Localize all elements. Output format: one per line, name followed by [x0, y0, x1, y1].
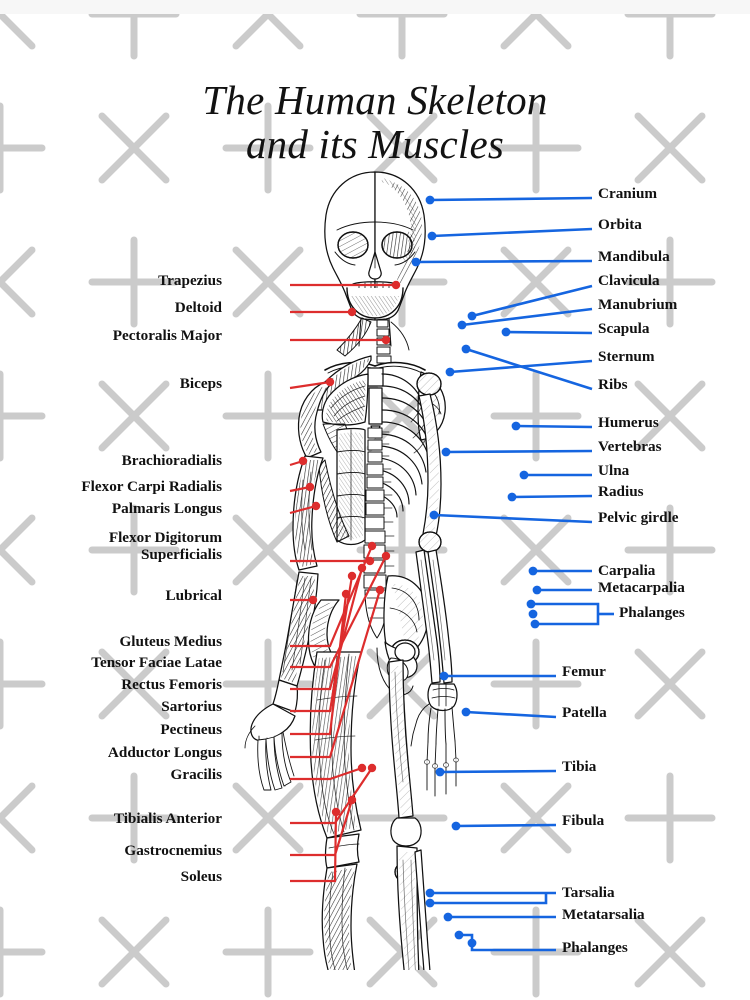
- label-metatarsalia: Metatarsalia: [562, 906, 645, 923]
- label-patella: Patella: [562, 704, 607, 721]
- label-cranium: Cranium: [598, 185, 658, 202]
- label-phalanges-hand: Phalanges: [619, 604, 685, 621]
- title-line-2: and its Muscles: [245, 121, 505, 168]
- label-phalanges-foot: Phalanges: [562, 939, 628, 956]
- label-tibialis-anterior: Tibialis Anterior: [113, 810, 222, 827]
- label-flexor-carpi-radialis: Flexor Carpi Radialis: [81, 478, 222, 495]
- label-orbita: Orbita: [598, 216, 642, 233]
- label-pectoralis-major: Pectoralis Major: [112, 327, 222, 344]
- label-femur: Femur: [562, 663, 606, 680]
- label-radius: Radius: [598, 483, 644, 500]
- label-mandibula: Mandibula: [598, 248, 670, 265]
- label-deltoid: Deltoid: [174, 299, 222, 316]
- human-anatomy-figure: [244, 171, 459, 970]
- page-title: The Human Skeleton and its Muscles: [0, 79, 750, 167]
- label-biceps: Biceps: [179, 375, 222, 392]
- label-tensor-faciae-latae: Tensor Faciae Latae: [91, 654, 222, 671]
- label-tibia: Tibia: [562, 758, 597, 775]
- label-manubrium: Manubrium: [598, 296, 678, 313]
- label-tarsalia: Tarsalia: [562, 884, 615, 901]
- label-rectus-femoris: Rectus Femoris: [121, 676, 222, 693]
- top-edge-strip: [0, 0, 750, 14]
- label-pelvic-girdle: Pelvic girdle: [598, 509, 679, 526]
- title-line-1: The Human Skeleton: [202, 77, 548, 124]
- label-scapula: Scapula: [598, 320, 650, 337]
- label-flexor-digitorum-sup: Flexor Digitorum Superficialis: [108, 529, 222, 564]
- label-vertebras: Vertebras: [598, 438, 662, 455]
- label-lubrical: Lubrical: [165, 587, 222, 604]
- label-pectineus: Pectineus: [160, 721, 222, 738]
- label-adductor-longus: Adductor Longus: [107, 744, 222, 761]
- label-carpalia: Carpalia: [598, 562, 656, 579]
- label-fibula: Fibula: [562, 812, 605, 829]
- label-soleus: Soleus: [180, 868, 222, 885]
- label-ribs: Ribs: [598, 376, 628, 393]
- label-brachioradialis: Brachioradialis: [121, 452, 222, 469]
- label-metacarpalia: Metacarpalia: [598, 579, 685, 596]
- label-gluteus-medius: Gluteus Medius: [119, 633, 222, 650]
- label-sartorius: Sartorius: [161, 698, 222, 715]
- label-sternum: Sternum: [598, 348, 655, 365]
- label-gracilis: Gracilis: [170, 766, 222, 783]
- label-humerus: Humerus: [598, 414, 659, 431]
- label-ulna: Ulna: [598, 462, 630, 479]
- label-trapezius: Trapezius: [158, 272, 222, 289]
- label-gastrocnemius: Gastrocnemius: [124, 842, 222, 859]
- label-clavicula: Clavicula: [598, 272, 660, 289]
- label-palmaris-longus: Palmaris Longus: [111, 500, 222, 517]
